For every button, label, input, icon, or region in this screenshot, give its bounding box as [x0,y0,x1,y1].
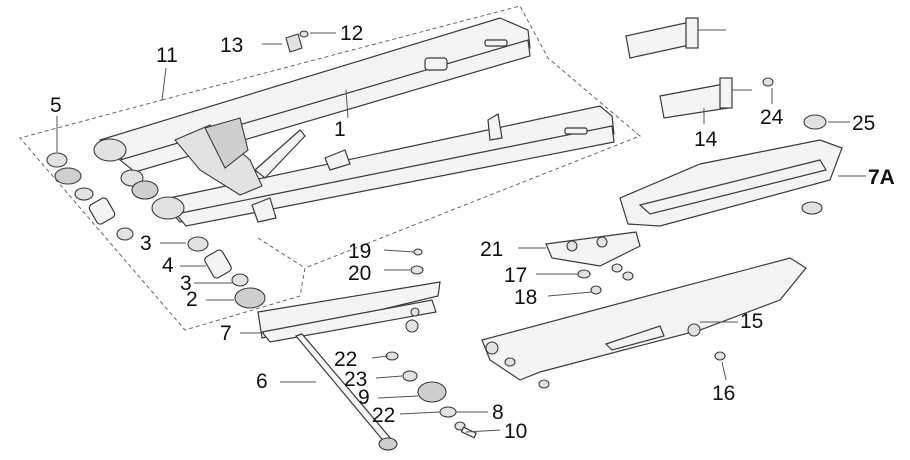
axle-bolt [294,333,398,451]
callout-9: 9 [358,386,370,409]
callout-22b: 22 [372,404,395,427]
callout-11: 11 [156,44,178,67]
callout-25: 25 [852,112,875,135]
callout-23: 23 [344,368,367,391]
assembly-11-boundary [19,5,641,331]
callout-3b: 3 [180,272,192,295]
pivot-bushings [46,152,266,309]
callout-19: 19 [348,240,371,263]
callout-7: 7 [220,322,232,345]
callout-1: 1 [334,118,346,141]
callout-6: 6 [256,370,268,393]
callout-17: 17 [504,264,527,287]
clip-and-nut [285,30,309,53]
callout-3a: 3 [140,232,152,255]
callout-12: 12 [340,22,363,45]
callout-21: 21 [480,238,503,261]
callout-labels: 1 2 3 3 4 5 6 7 7A 8 9 10 11 12 13 14 15… [50,22,895,443]
chain-case-lower [619,139,843,227]
callout-13: 13 [220,34,243,57]
callout-8: 8 [492,401,504,424]
callout-15: 15 [740,310,763,333]
nut-and-cap [762,77,827,130]
bracket [410,231,641,295]
callout-10: 10 [504,420,527,443]
chain-adjusters [625,17,752,119]
callout-2: 2 [186,288,198,311]
chain-guide [257,281,441,343]
callout-22a: 22 [334,348,357,371]
roller-stack [385,351,477,439]
callout-5: 5 [50,94,62,117]
chain-case-upper [481,257,807,389]
callout-16: 16 [712,382,735,405]
callout-18: 18 [514,286,537,309]
callout-7a: 7A [868,166,895,189]
callout-14: 14 [694,128,718,151]
leader-lines [56,32,866,433]
callout-4: 4 [162,254,174,277]
swing-arm [93,17,615,227]
callout-24: 24 [760,106,784,129]
callout-20: 20 [348,262,371,285]
